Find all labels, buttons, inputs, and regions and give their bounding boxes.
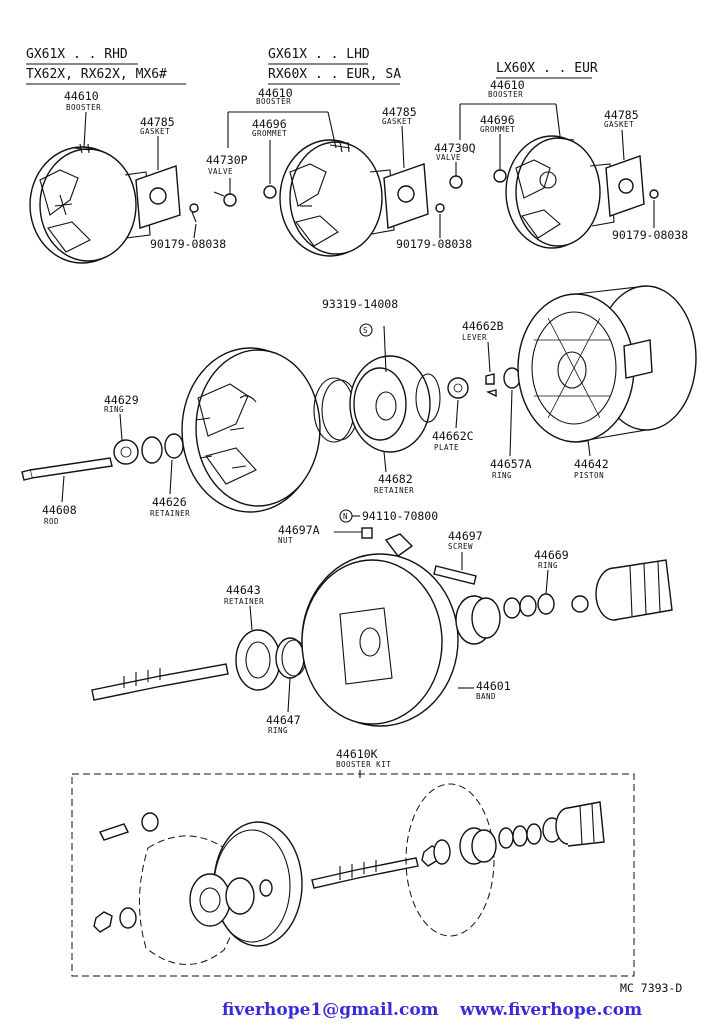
front-shell-exploded-drawing	[21, 285, 697, 513]
part-number: 44610K	[336, 747, 378, 761]
header-col1-line2: TX62X, RX62X, MX6#	[26, 67, 167, 82]
part-name: BOOSTER KIT	[336, 760, 391, 769]
part-number: 44626	[152, 495, 187, 509]
part-name: ROD	[44, 517, 59, 526]
part-name: GASKET	[140, 127, 170, 136]
part-number: 44662B	[462, 319, 504, 333]
part-number: 90179-08038	[396, 237, 472, 251]
part-name: BOOSTER	[66, 103, 101, 112]
booster-kit-section: 44610K BOOSTER KIT	[71, 747, 635, 977]
part-number: 44730P	[206, 153, 248, 167]
part-number: 44785	[382, 105, 417, 119]
part-number: 44601	[476, 679, 511, 693]
part-number: 44696	[252, 117, 287, 131]
part-number: 44643	[226, 583, 261, 597]
rear-shell-labels: N 94110-70800 44697A NUT 44697 SCREW 446…	[224, 509, 569, 735]
part-number: 90179-08038	[612, 228, 688, 242]
booster-kit-boundary	[71, 773, 635, 977]
symbol-badge: S	[363, 326, 368, 335]
part-name: NUT	[278, 536, 293, 545]
part-name: LEVER	[462, 333, 487, 342]
part-name: BOOSTER	[256, 97, 291, 106]
front-shell-labels: 93319-14008 S 44662B LEVER 44629 RING 44…	[42, 297, 609, 526]
part-name: SCREW	[448, 542, 473, 551]
booster-3-labels: 44610 BOOSTER 44696 GROMMET 44730Q VALVE…	[434, 78, 688, 242]
part-name: VALVE	[208, 167, 233, 176]
footer-email[interactable]: fiverhope1@gmail.com	[222, 1000, 439, 1020]
booster-1-drawing	[29, 143, 199, 264]
part-number: 44662C	[432, 429, 474, 443]
part-number: 94110-70800	[362, 509, 438, 523]
booster-3-drawing	[449, 135, 659, 249]
part-name: GASKET	[604, 120, 634, 129]
symbol-badge: N	[343, 512, 348, 521]
part-number: 44610	[490, 78, 525, 92]
part-number: 44657A	[490, 457, 532, 471]
part-number: 44647	[266, 713, 301, 727]
part-number: 44682	[378, 472, 413, 486]
footer: fiverhope1@gmail.com www.fiverhope.com	[0, 1000, 710, 1024]
header-col1-line1: GX61X . . RHD	[26, 47, 128, 62]
part-number: 44608	[42, 503, 77, 517]
part-number: 44610	[64, 89, 99, 103]
part-name: RING	[268, 726, 288, 735]
header-col2-line2: RX60X . . EUR, SA	[268, 67, 401, 82]
part-name: RING	[104, 405, 124, 414]
part-name: RING	[492, 471, 512, 480]
header-col3-line1: LX60X . . EUR	[496, 61, 598, 76]
variant-headers: GX61X . . RHD TX62X, RX62X, MX6# GX61X .…	[26, 47, 598, 85]
booster-2-drawing	[213, 139, 445, 257]
part-number: 44610	[258, 86, 293, 100]
part-name: RETAINER	[224, 597, 264, 606]
part-number: 44669	[534, 548, 569, 562]
rear-shell-exploded-drawing	[91, 527, 673, 727]
part-name: VALVE	[436, 153, 461, 162]
footer-website[interactable]: www.fiverhope.com	[460, 1000, 643, 1020]
part-number: 90179-08038	[150, 237, 226, 251]
booster-1-labels: 44610 BOOSTER 44785 GASKET 90179-08038	[64, 89, 226, 251]
part-name: GROMMET	[252, 129, 287, 138]
part-number: 93319-14008	[322, 297, 398, 311]
part-name: RETAINER	[150, 509, 190, 518]
part-number: 44730Q	[434, 141, 476, 155]
part-number: 44696	[480, 113, 515, 127]
part-number: 44629	[104, 393, 139, 407]
part-name: BOOSTER	[488, 90, 523, 99]
part-number: 44642	[574, 457, 609, 471]
part-number: 44785	[604, 108, 639, 122]
part-name: PLATE	[434, 443, 459, 452]
part-name: GASKET	[382, 117, 412, 126]
part-name: PISTON	[574, 471, 604, 480]
part-name: RETAINER	[374, 486, 414, 495]
part-number: 44697A	[278, 523, 320, 537]
part-number: 44697	[448, 529, 483, 543]
header-col2-line1: GX61X . . LHD	[268, 47, 370, 62]
booster-2-labels: 44610 BOOSTER 44696 GROMMET 44730P VALVE…	[206, 86, 472, 251]
part-name: BAND	[476, 692, 496, 701]
part-name: RING	[538, 561, 558, 570]
part-name: GROMMET	[480, 125, 515, 134]
part-number: 44785	[140, 115, 175, 129]
diagram-code: MC 7393-D	[620, 981, 682, 995]
